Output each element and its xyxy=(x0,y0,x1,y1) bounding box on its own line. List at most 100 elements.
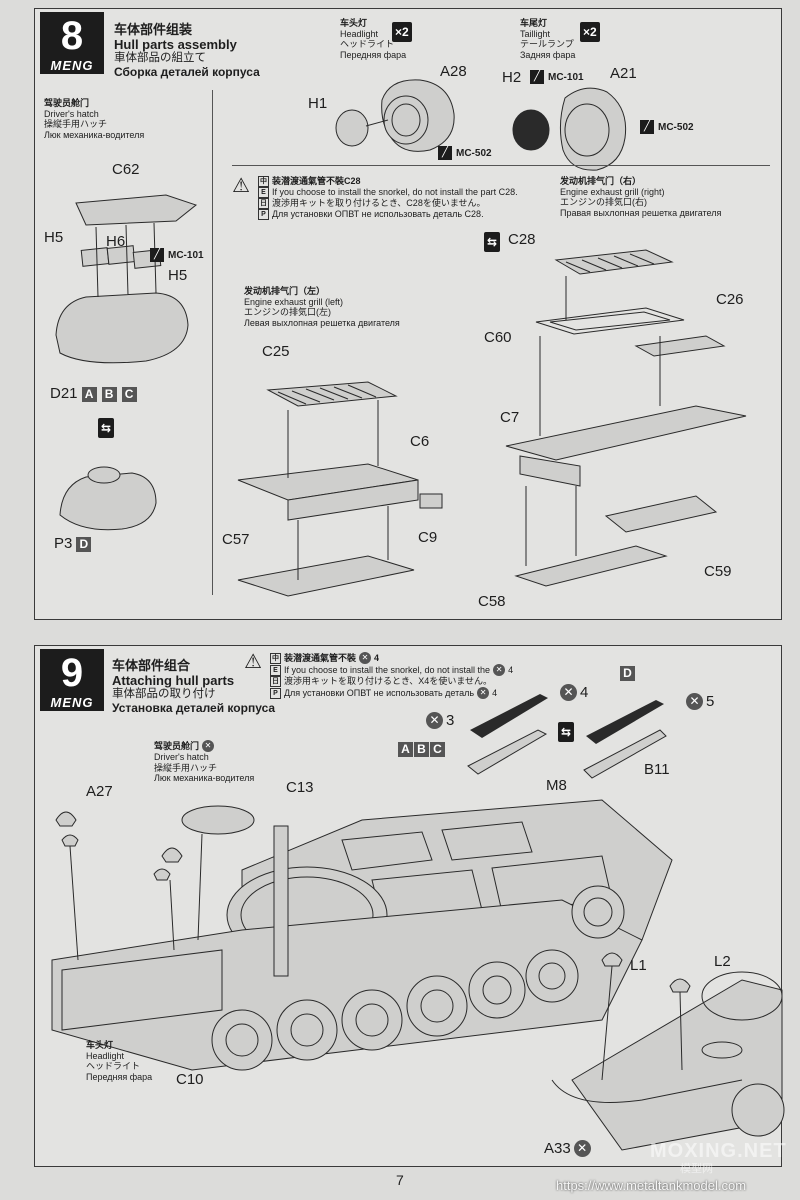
part-label-c58: C58 xyxy=(478,593,506,610)
page-number: 7 xyxy=(396,1172,404,1188)
warning-icon: ⚠ xyxy=(232,175,250,197)
flag-ru-icon: Р xyxy=(257,209,269,220)
x-mark-icon: ✕ xyxy=(426,712,443,729)
brand-logo: MENG xyxy=(50,58,94,73)
step-8-badge: 8 MENG xyxy=(40,12,104,74)
x-mark-icon: ✕ xyxy=(560,684,577,701)
x3-callout: ✕ 3 xyxy=(426,712,454,729)
x-mark-icon: ✕ xyxy=(202,740,215,752)
step-number: 8 xyxy=(60,14,84,58)
part-label-c7: C7 xyxy=(500,409,520,426)
step-9-badge: 9 MENG xyxy=(40,649,104,711)
brush-icon: ╱ xyxy=(438,146,452,160)
drivers-hatch-label: 驾驶员舱门 Driver's hatch 操縦手用ハッチ Люк механик… xyxy=(44,98,145,140)
watermark: MOXING.NET xyxy=(650,1140,787,1162)
p3-part-row: P3 D xyxy=(54,536,92,552)
variant-a-icon: A xyxy=(81,386,97,402)
x-mark-icon: ✕ xyxy=(686,693,703,710)
part-label-m8: M8 xyxy=(546,777,567,794)
headlight-drawing xyxy=(335,79,455,152)
part-label-h1: H1 xyxy=(308,95,328,112)
drivers-hatch-label-step9: 驾驶员舱门✕ Driver's hatch 操縦手用ハッチ Люк механи… xyxy=(154,740,255,783)
variant-b-icon: B xyxy=(414,742,429,757)
brush-icon: ╱ xyxy=(150,248,164,262)
x-mark-icon: ✕ xyxy=(493,664,506,676)
part-label-h2: H2 xyxy=(502,69,522,86)
part-label-h6: H6 xyxy=(106,233,126,250)
hull-drawing xyxy=(51,799,785,1151)
paint-callout-taillight-h2: ╱ MC-101 xyxy=(530,70,584,84)
warning-icon: ⚠ xyxy=(244,651,262,673)
variant-c-icon: C xyxy=(430,742,445,757)
headlight-label: 车头灯 Headlight ヘッドライト Передняя фара xyxy=(340,18,407,60)
exhaust-right-drawing xyxy=(505,249,747,587)
part-label-c25: C25 xyxy=(262,343,290,360)
step-9-title: 车体部件组合 Attaching hull parts 車体部品の取り付け Ус… xyxy=(112,658,276,715)
part-label-c13: C13 xyxy=(286,779,314,796)
step-8-title: 车体部件组装 Hull parts assembly 車体部品の組立て Сбор… xyxy=(114,22,260,79)
taillight-qty-badge: ×2 xyxy=(580,22,600,42)
flag-cn-icon: 中 xyxy=(257,176,269,187)
brush-icon: ╱ xyxy=(640,120,654,134)
exhaust-left-drawing xyxy=(237,381,443,597)
taillight-label: 车尾灯 Taillight テールランプ Задняя фара xyxy=(520,18,576,60)
source-url: https://www.metaltankmodel.com xyxy=(556,1178,747,1193)
headlight-qty-badge: ×2 xyxy=(392,22,412,42)
part-label-c6: C6 xyxy=(410,433,430,450)
paint-callout-hatch: ╱ MC-101 xyxy=(150,248,204,262)
watermark-cn: 模型网 xyxy=(680,1163,713,1175)
x-mark-icon: ✕ xyxy=(477,687,490,699)
swap-icon: ⇆ xyxy=(98,418,115,438)
step-number: 9 xyxy=(60,651,84,695)
variant-c-icon: C xyxy=(121,386,137,402)
variant-b-icon: B xyxy=(101,386,117,402)
part-label-c9: C9 xyxy=(418,529,438,546)
headlight-label-step9: 车头灯 Headlight ヘッドライト Передняя фара xyxy=(86,1040,153,1082)
alt-hatch-drawing xyxy=(59,466,157,531)
variant-d-icon: D xyxy=(76,536,92,552)
x-mark-icon: ✕ xyxy=(358,652,371,664)
part-label-l1: L1 xyxy=(630,957,647,974)
flag-en-icon: E xyxy=(269,664,281,676)
part-label-b11: B11 xyxy=(644,761,670,778)
variant-d-icon: D xyxy=(620,666,635,681)
flag-ru-icon: Р xyxy=(269,687,281,699)
part-label-c28: C28 xyxy=(508,231,536,248)
x-mark-icon: ✕ xyxy=(573,1140,591,1157)
fender-parts-drawing xyxy=(467,694,667,779)
part-label-c10: C10 xyxy=(176,1071,204,1088)
exhaust-right-label: 发动机排气门（右） Engine exhaust grill (right) エ… xyxy=(560,176,722,218)
a33-callout: A33 ✕ xyxy=(544,1140,591,1157)
vertical-divider xyxy=(212,90,213,595)
taillight-drawing xyxy=(512,87,627,171)
swap-icon: ⇆ xyxy=(558,722,575,742)
x5-callout: ✕ 5 xyxy=(686,693,714,710)
paint-callout-headlight: ╱ MC-502 xyxy=(438,146,492,160)
part-label-c60: C60 xyxy=(484,329,512,346)
part-label-l2: L2 xyxy=(714,953,731,970)
x4-callout: ✕ 4 xyxy=(560,684,588,701)
part-label-c57: C57 xyxy=(222,531,250,548)
paint-callout-taillight: ╱ MC-502 xyxy=(640,120,694,134)
brush-icon: ╱ xyxy=(530,70,544,84)
hatch-assembly-drawing xyxy=(55,194,198,364)
variant-a-icon: A xyxy=(398,742,413,757)
part-label-c59: C59 xyxy=(704,563,732,580)
flag-ja-icon: 日 xyxy=(257,198,269,209)
part-label-c62: C62 xyxy=(112,161,140,178)
part-label-a28: A28 xyxy=(440,63,467,80)
part-label-h5-top: H5 xyxy=(44,229,64,246)
brand-logo: MENG xyxy=(50,695,94,710)
exhaust-left-label: 发动机排气门（左） Engine exhaust grill (left) エン… xyxy=(244,286,400,328)
flag-cn-icon: 中 xyxy=(269,652,281,664)
flag-en-icon: E xyxy=(257,187,269,198)
flag-ja-icon: 日 xyxy=(269,676,281,687)
part-label-a21: A21 xyxy=(610,65,637,82)
part-label-c26: C26 xyxy=(716,291,744,308)
part-label-h5-bottom: H5 xyxy=(168,267,188,284)
horizontal-divider xyxy=(232,165,770,166)
